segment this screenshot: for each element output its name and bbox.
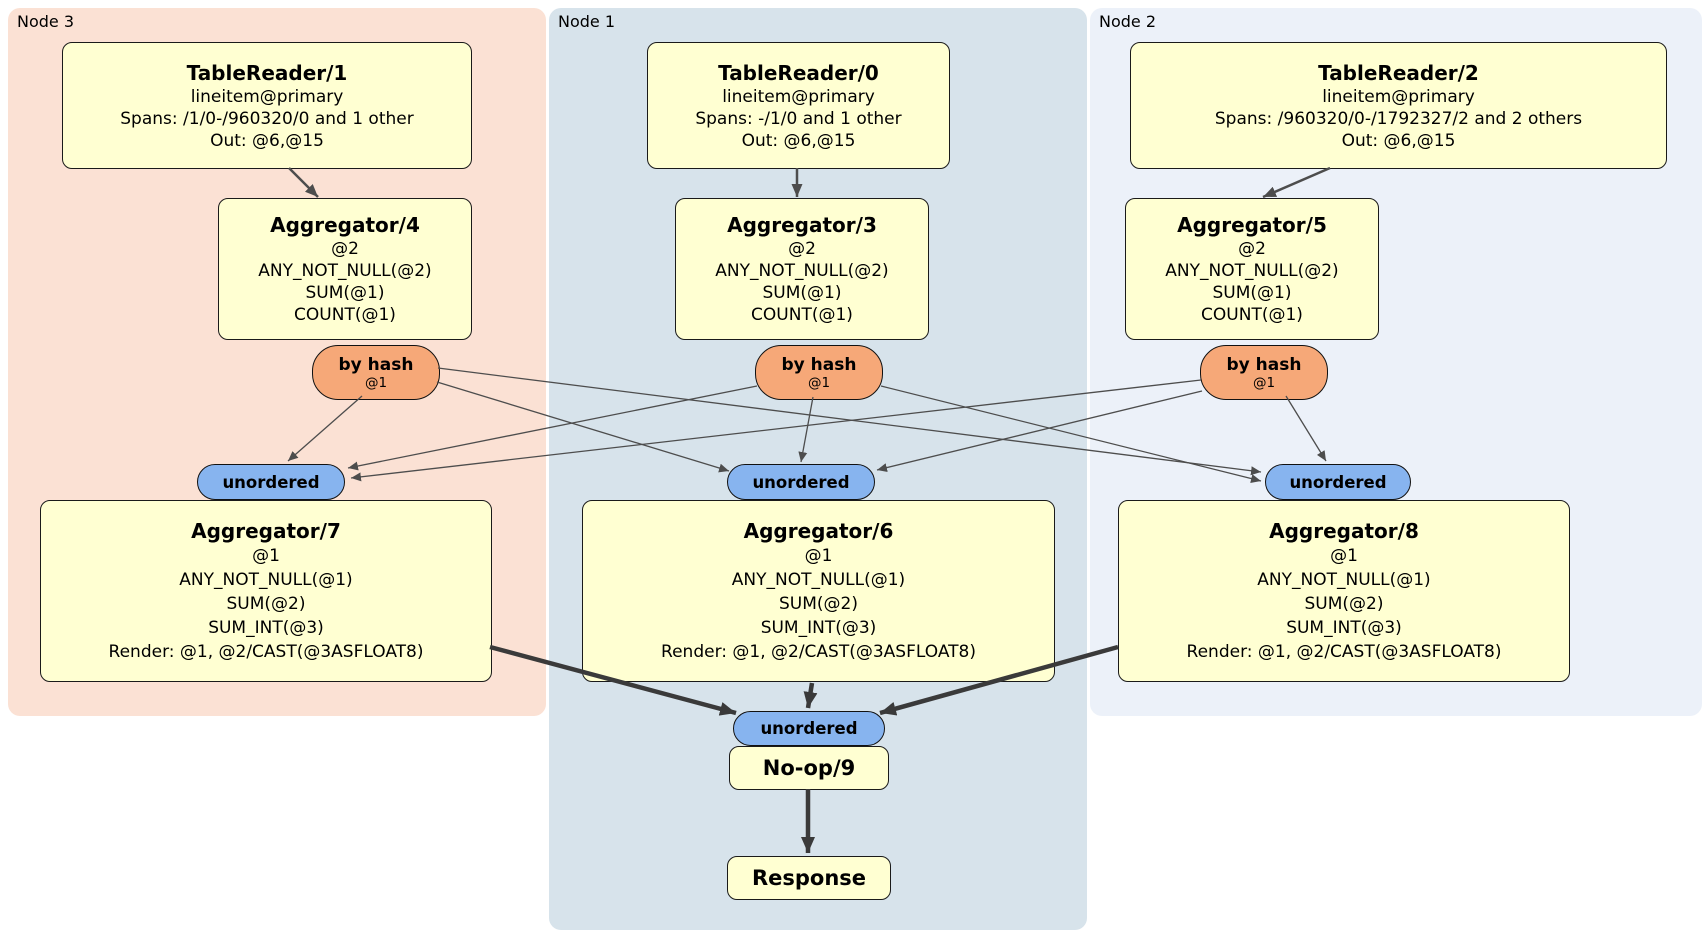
router-label: by hash (781, 354, 857, 375)
processor-detail: lineitem@primary (190, 86, 344, 107)
processor-aggregator-3: Aggregator/3 @2 ANY_NOT_NULL(@2) SUM(@1)… (675, 198, 929, 340)
processor-detail: @1 (252, 546, 280, 566)
processor-aggregator-6: Aggregator/6 @1 ANY_NOT_NULL(@1) SUM(@2)… (582, 500, 1055, 682)
processor-detail: Render: @1, @2/CAST(@3ASFLOAT8) (661, 642, 976, 662)
processor-detail: Render: @1, @2/CAST(@3ASFLOAT8) (1186, 642, 1502, 662)
router-key: @1 (807, 374, 831, 391)
processor-aggregator-5: Aggregator/5 @2 ANY_NOT_NULL(@2) SUM(@1)… (1125, 198, 1379, 340)
processor-aggregator-8: Aggregator/8 @1 ANY_NOT_NULL(@1) SUM(@2)… (1118, 500, 1570, 682)
processor-tablereader-2: TableReader/2 lineitem@primary Spans: /9… (1130, 42, 1667, 169)
processor-detail: Render: @1, @2/CAST(@3ASFLOAT8) (108, 642, 424, 662)
node1-label: Node 1 (558, 12, 616, 31)
processor-detail: ANY_NOT_NULL(@1) (1257, 570, 1431, 590)
processor-detail: SUM(@1) (305, 283, 385, 303)
router-label: by hash (1226, 354, 1302, 375)
processor-detail: SUM(@2) (226, 594, 306, 614)
processor-detail: SUM_INT(@3) (208, 618, 324, 638)
processor-noop-9: No-op/9 (729, 746, 889, 790)
processor-aggregator-4: Aggregator/4 @2 ANY_NOT_NULL(@2) SUM(@1)… (218, 198, 472, 340)
processor-detail: @2 (331, 239, 359, 259)
processor-title: Aggregator/5 (1177, 213, 1327, 237)
processor-title: Response (751, 866, 867, 890)
node2-label: Node 2 (1099, 12, 1157, 31)
processor-response: Response (727, 856, 891, 900)
processor-detail: SUM_INT(@3) (1286, 618, 1402, 638)
processor-detail: SUM(@2) (779, 594, 858, 614)
processor-title: Aggregator/3 (727, 213, 877, 237)
sync-unordered-node1: unordered (727, 464, 875, 500)
router-key: @1 (1252, 374, 1276, 391)
processor-detail: SUM(@1) (1212, 283, 1292, 303)
processor-title: Aggregator/7 (191, 519, 341, 543)
processor-title: TableReader/1 (186, 60, 348, 85)
processor-detail: Out: @6,@15 (1341, 130, 1456, 151)
processor-detail: Out: @6,@15 (210, 130, 324, 151)
router-by-hash-node3: by hash @1 (312, 345, 440, 400)
processor-detail: ANY_NOT_NULL(@1) (731, 570, 906, 590)
processor-detail: COUNT(@1) (1201, 305, 1303, 325)
processor-title: Aggregator/8 (1269, 519, 1419, 543)
processor-detail: @1 (804, 546, 833, 566)
processor-detail: @2 (1238, 239, 1266, 259)
router-key: @1 (364, 374, 388, 391)
processor-detail: Spans: /1/0-/960320/0 and 1 other (120, 108, 414, 129)
processor-detail: Spans: -/1/0 and 1 other (695, 108, 902, 129)
processor-tablereader-0: TableReader/0 lineitem@primary Spans: -/… (647, 42, 950, 169)
processor-detail: SUM(@2) (1304, 594, 1384, 614)
processor-detail: @1 (1330, 546, 1358, 566)
processor-detail: ANY_NOT_NULL(@2) (1165, 261, 1339, 281)
processor-title: Aggregator/6 (743, 519, 894, 543)
processor-title: No-op/9 (762, 756, 856, 780)
processor-tablereader-1: TableReader/1 lineitem@primary Spans: /1… (62, 42, 472, 169)
sync-unordered-node3: unordered (197, 464, 345, 500)
processor-detail: Spans: /960320/0-/1792327/2 and 2 others (1214, 108, 1583, 129)
processor-detail: lineitem@primary (722, 86, 875, 107)
router-label: by hash (338, 354, 414, 375)
processor-detail: Out: @6,@15 (741, 130, 856, 151)
processor-detail: COUNT(@1) (294, 305, 396, 325)
processor-detail: lineitem@primary (1322, 86, 1475, 107)
processor-aggregator-7: Aggregator/7 @1 ANY_NOT_NULL(@1) SUM(@2)… (40, 500, 492, 682)
sync-unordered-node2: unordered (1265, 464, 1411, 500)
processor-title: TableReader/0 (718, 60, 879, 85)
processor-detail: ANY_NOT_NULL(@2) (715, 261, 889, 281)
processor-detail: ANY_NOT_NULL(@2) (258, 261, 432, 281)
node3-label: Node 3 (17, 12, 75, 31)
processor-title: Aggregator/4 (270, 213, 420, 237)
sync-unordered-final: unordered (733, 711, 885, 746)
processor-detail: ANY_NOT_NULL(@1) (179, 570, 353, 590)
processor-detail: @2 (788, 239, 816, 259)
processor-detail: COUNT(@1) (751, 305, 853, 325)
router-by-hash-node2: by hash @1 (1200, 345, 1328, 400)
router-by-hash-node1: by hash @1 (755, 345, 883, 400)
processor-detail: SUM_INT(@3) (760, 618, 877, 638)
processor-detail: SUM(@1) (762, 283, 842, 303)
processor-title: TableReader/2 (1318, 60, 1479, 85)
